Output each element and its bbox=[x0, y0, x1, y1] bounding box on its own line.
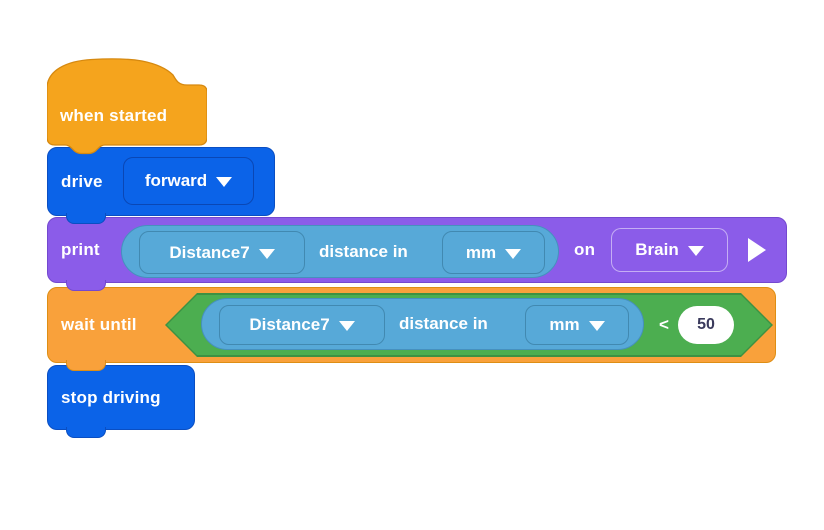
print-on-label: on bbox=[574, 240, 596, 259]
dropdown-caret-icon bbox=[687, 246, 704, 256]
block-when-started[interactable]: when started bbox=[46, 57, 208, 155]
block-stop-driving[interactable]: stop driving bbox=[47, 365, 195, 438]
dropdown-caret-icon bbox=[258, 248, 275, 259]
block-wait-until[interactable]: wait until Distance7 distance in mm < 50 bbox=[47, 287, 776, 371]
block-bump bbox=[66, 427, 106, 438]
wait-sensor-reporter[interactable]: Distance7 distance in mm bbox=[201, 298, 644, 350]
less-than-sign: < bbox=[659, 315, 669, 334]
wait-unit-dropdown[interactable]: mm bbox=[525, 305, 629, 345]
block-print[interactable]: print Distance7 distance in mm on Brain bbox=[47, 217, 787, 291]
drive-direction-value: forward bbox=[144, 171, 208, 190]
print-label: print bbox=[61, 240, 100, 259]
when-started-label: when started bbox=[60, 105, 168, 125]
dropdown-caret-icon bbox=[588, 321, 605, 331]
print-unit-dropdown[interactable]: mm bbox=[442, 231, 545, 274]
dropdown-caret-icon bbox=[338, 321, 355, 331]
print-target-value: Brain bbox=[635, 240, 679, 259]
wait-device-dropdown[interactable]: Distance7 bbox=[219, 305, 385, 345]
expand-icon[interactable] bbox=[748, 238, 766, 262]
stop-driving-label: stop driving bbox=[61, 387, 161, 407]
wait-unit-value: mm bbox=[549, 315, 580, 334]
block-bump bbox=[66, 280, 106, 291]
print-unit-value: mm bbox=[465, 242, 497, 262]
print-device-dropdown[interactable]: Distance7 bbox=[139, 231, 305, 274]
block-drive[interactable]: drive forward bbox=[47, 147, 275, 224]
block-bump bbox=[66, 213, 106, 224]
print-target-dropdown[interactable]: Brain bbox=[611, 228, 728, 272]
dropdown-caret-icon bbox=[505, 248, 522, 259]
print-sensor-reporter[interactable]: Distance7 distance in mm bbox=[121, 225, 559, 278]
dropdown-caret-icon bbox=[216, 177, 233, 187]
hat-block-shape bbox=[46, 58, 208, 155]
block-bump bbox=[66, 360, 106, 371]
print-reporter-text: distance in bbox=[319, 241, 408, 261]
condition-number-input[interactable]: 50 bbox=[678, 306, 734, 344]
wait-until-label: wait until bbox=[61, 315, 137, 334]
operator-less-than-block[interactable]: Distance7 distance in mm < 50 bbox=[165, 293, 773, 357]
wait-device-value: Distance7 bbox=[249, 315, 330, 334]
wait-reporter-text: distance in bbox=[399, 314, 488, 333]
drive-label: drive bbox=[61, 171, 103, 191]
print-device-value: Distance7 bbox=[169, 242, 250, 262]
drive-direction-dropdown[interactable]: forward bbox=[123, 157, 254, 205]
